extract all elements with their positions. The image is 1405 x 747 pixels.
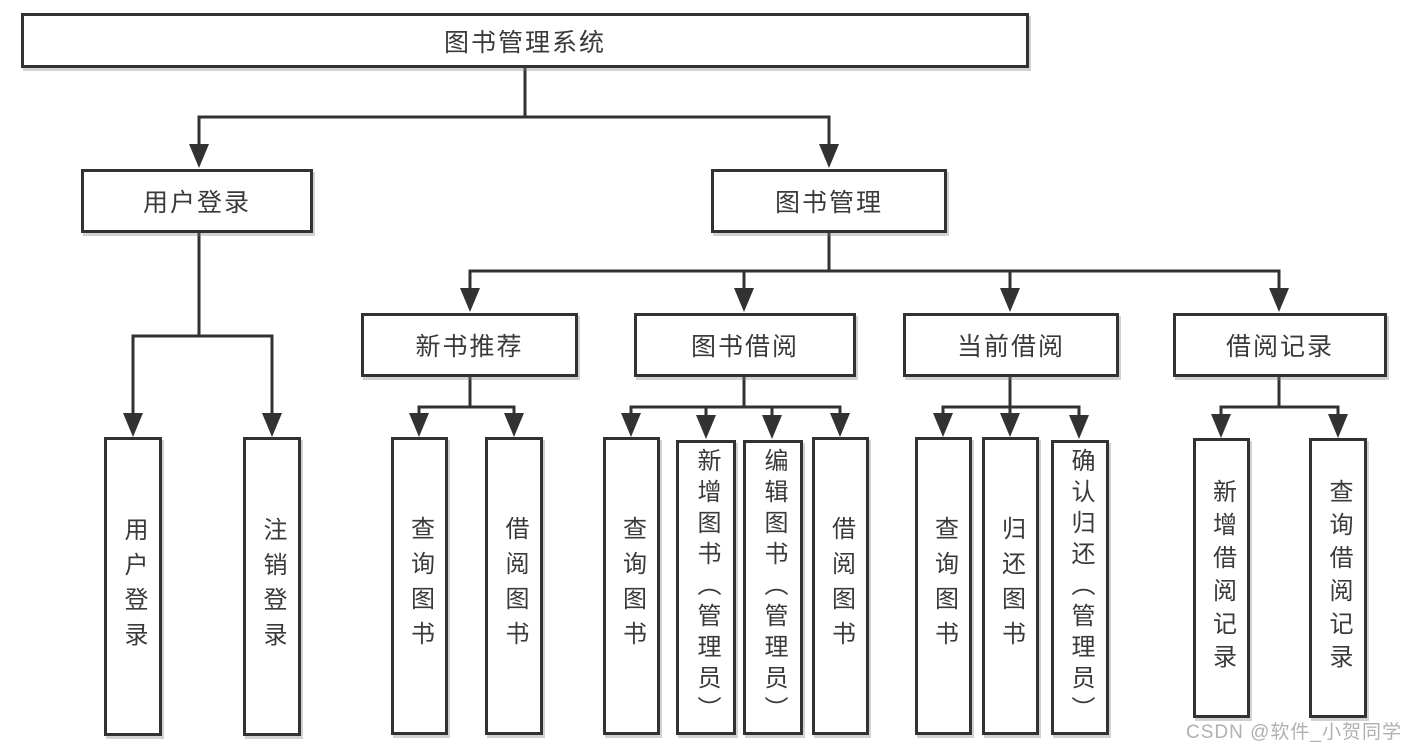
vertical-label: 查询借阅记录	[1325, 479, 1352, 677]
arrowhead-icon	[1269, 288, 1289, 312]
leaf-records-add-record: 新增借阅记录	[1193, 438, 1250, 718]
node-book-management: 图书管理	[711, 169, 947, 233]
vertical-label: 编辑图书（管理员）	[760, 448, 787, 727]
arrowhead-icon	[409, 413, 429, 437]
leaf-current-return-book: 归还图书	[982, 437, 1039, 735]
vertical-label: 确认归还（管理员）	[1067, 448, 1094, 727]
vertical-label: 借阅图书	[827, 516, 855, 656]
arrowhead-icon	[1069, 415, 1089, 439]
arrowhead-icon	[1000, 288, 1020, 312]
arrowhead-icon	[1211, 414, 1231, 438]
arrowhead-icon	[696, 415, 716, 439]
arrowhead-icon	[123, 413, 143, 437]
arrowhead-icon	[933, 413, 953, 437]
arrowhead-icon	[762, 415, 782, 439]
node-current-borrowing: 当前借阅	[903, 313, 1119, 377]
leaf-borrowing-borrow-book: 借阅图书	[812, 437, 869, 735]
node-new-book-recommend: 新书推荐	[361, 313, 578, 377]
vertical-label: 归还图书	[997, 516, 1025, 656]
vertical-label: 借阅图书	[501, 516, 528, 656]
vertical-label: 注销登录	[259, 516, 286, 657]
leaf-borrowing-add-book: 新增图书（管理员）	[676, 440, 736, 735]
vertical-label: 新增图书（管理员）	[693, 448, 720, 727]
leaf-current-query-book: 查询图书	[915, 437, 972, 735]
watermark: CSDN @软件_小贺同学	[1186, 722, 1402, 743]
node-user-login-group: 用户登录	[81, 169, 313, 233]
arrowheads	[123, 144, 1348, 439]
arrowhead-icon	[460, 288, 480, 312]
leaf-recommend-borrow-book: 借阅图书	[485, 437, 543, 735]
connector-path	[131, 68, 1340, 416]
arrowhead-icon	[621, 413, 641, 437]
node-library-system: 图书管理系统	[21, 13, 1029, 68]
leaf-user-login: 用户登录	[104, 437, 162, 736]
arrowhead-icon	[819, 144, 839, 168]
leaf-logout: 注销登录	[243, 437, 301, 736]
arrowhead-icon	[189, 144, 209, 168]
leaf-current-confirm-return: 确认归还（管理员）	[1051, 440, 1109, 735]
arrowhead-icon	[262, 413, 282, 437]
leaf-recommend-query-book: 查询图书	[391, 437, 448, 735]
vertical-label: 查询图书	[618, 516, 646, 656]
vertical-label: 查询图书	[406, 516, 434, 656]
leaf-borrowing-edit-book: 编辑图书（管理员）	[743, 440, 803, 735]
arrowhead-icon	[1000, 413, 1020, 437]
vertical-label: 新增借阅记录	[1208, 479, 1236, 677]
node-borrowing-records: 借阅记录	[1173, 313, 1387, 377]
arrowhead-icon	[504, 413, 524, 437]
arrowhead-icon	[1328, 414, 1348, 438]
leaf-borrowing-query-book: 查询图书	[603, 437, 660, 735]
arrowhead-icon	[734, 288, 754, 312]
arrowhead-icon	[830, 413, 850, 437]
node-book-borrowing: 图书借阅	[634, 313, 856, 377]
vertical-label: 查询图书	[930, 516, 958, 656]
leaf-records-query-record: 查询借阅记录	[1309, 438, 1367, 718]
vertical-label: 用户登录	[120, 516, 147, 657]
